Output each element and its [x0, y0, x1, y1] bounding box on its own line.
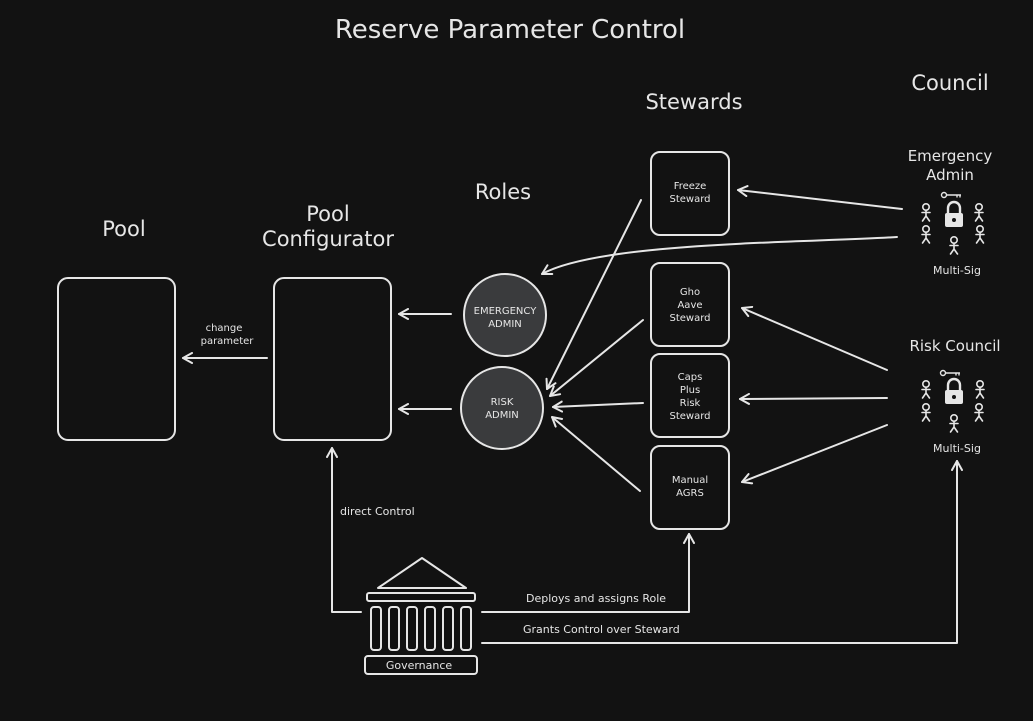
change-parameter-label-line2: parameter: [201, 336, 255, 347]
pool-header: Pool: [102, 217, 145, 241]
pool-configurator-header-line1: Pool: [306, 202, 349, 226]
deploys-role-label: Deploys and assigns Role: [526, 592, 666, 605]
arrow-emergency-council-to-emergency-admin: [541, 236, 898, 276]
freeze-steward-label-line2: Steward: [669, 194, 710, 205]
pool-configurator-header-line2: Configurator: [262, 227, 394, 251]
caps-steward-label-line4: Steward: [669, 411, 710, 422]
gho-steward-label-line1: Gho: [680, 287, 700, 298]
stewards-header: Stewards: [645, 90, 742, 114]
risk-admin-label-line1: RISK: [491, 397, 514, 408]
caps-plus-risk-steward-box: [650, 353, 730, 438]
emergency-admin-council-title-line1: Emergency: [908, 147, 993, 165]
caps-steward-label-line3: Risk: [680, 398, 701, 409]
gho-steward-label-line2: Aave: [677, 300, 702, 311]
risk-council-multisig-icon: [921, 369, 985, 433]
gho-aave-steward-box: [650, 262, 730, 347]
direct-control-label: direct Control: [340, 505, 415, 518]
arrow-gho-to-risk-admin: [549, 319, 644, 397]
manual-agrs-label-line1: Manual: [672, 475, 708, 486]
arrow-manual-to-risk-admin: [551, 416, 641, 492]
governance-icon: [364, 557, 478, 675]
manual-agrs-steward-box: [650, 445, 730, 530]
risk-admin-label-line2: ADMIN: [485, 410, 519, 421]
grants-control-label: Grants Control over Steward: [523, 623, 680, 636]
arrow-governance-to-stewards: [481, 533, 695, 613]
roles-header: Roles: [475, 180, 531, 204]
governance-label: Governance: [386, 659, 453, 672]
freeze-steward-label-line1: Freeze: [674, 181, 707, 192]
risk-council-title: Risk Council: [909, 337, 1000, 355]
pool-configurator-box: [273, 277, 392, 441]
arrow-governance-to-configurator: [326, 447, 362, 613]
emergency-multisig-icon: [921, 191, 985, 255]
emergency-multisig-label: Multi-Sig: [933, 264, 981, 277]
emergency-admin-label-line2: ADMIN: [488, 319, 522, 330]
arrow-risk-council-to-caps: [739, 392, 888, 405]
diagram-title: Reserve Parameter Control: [335, 15, 685, 45]
manual-agrs-label-line2: AGRS: [676, 488, 704, 499]
emergency-admin-label-line1: EMERGENCY: [474, 306, 538, 317]
caps-steward-label-line2: Plus: [680, 385, 700, 396]
arrow-freeze-to-risk-admin: [545, 199, 642, 390]
risk-admin-role: [460, 366, 544, 450]
arrow-risk-council-to-manual: [741, 424, 888, 485]
emergency-admin-council-title-line2: Admin: [926, 166, 974, 184]
change-parameter-label-line1: change: [206, 323, 243, 334]
gho-steward-label-line3: Steward: [669, 313, 710, 324]
pool-box: [57, 277, 176, 441]
risk-council-multisig-label: Multi-Sig: [933, 442, 981, 455]
arrow-emergency-council-to-freeze: [737, 185, 903, 210]
arrow-risk-council-to-gho: [741, 305, 888, 371]
arrow-caps-to-risk-admin: [552, 400, 644, 413]
emergency-admin-role: [463, 273, 547, 357]
edges: [182, 185, 963, 644]
arrow-governance-to-risk-council: [481, 460, 963, 644]
freeze-steward-box: [650, 151, 730, 236]
caps-steward-label-line1: Caps: [678, 372, 703, 383]
council-header: Council: [911, 71, 988, 95]
